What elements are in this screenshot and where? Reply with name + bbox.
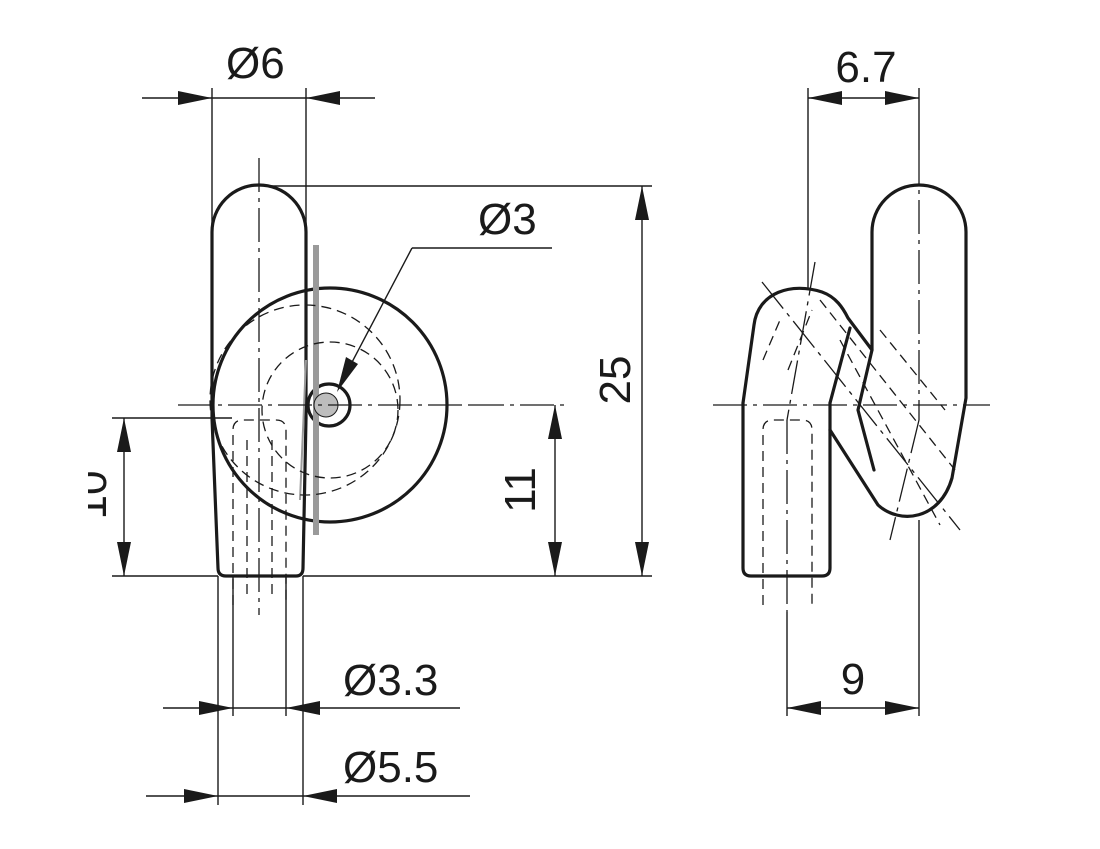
arrowhead bbox=[337, 357, 358, 392]
hidden-circle-small bbox=[261, 341, 399, 479]
side-dimensions: 6.7 9 bbox=[786, 43, 920, 716]
side-body-inner-edge bbox=[828, 326, 852, 405]
arrowhead bbox=[199, 701, 233, 715]
arrowhead bbox=[548, 405, 562, 439]
front-dimensions: Ø6 Ø3 25 11 10 Ø3.3 bbox=[67, 39, 652, 805]
arrowhead bbox=[808, 91, 842, 105]
side-hidden-line bbox=[879, 329, 946, 411]
side-hidden-line bbox=[819, 299, 956, 471]
side-hidden-bore bbox=[762, 419, 813, 605]
dim-25-label: 25 bbox=[591, 356, 640, 405]
arrowhead bbox=[885, 701, 919, 715]
arrowhead bbox=[184, 789, 218, 803]
hidden-bore bbox=[232, 419, 287, 605]
dim-11-label: 11 bbox=[496, 467, 545, 513]
side-centerline-diagonal bbox=[786, 261, 816, 421]
side-body-outline bbox=[741, 183, 968, 518]
side-centerline-diagonal-2 bbox=[761, 281, 961, 531]
side-view bbox=[713, 150, 990, 612]
arrowhead bbox=[548, 542, 562, 576]
arrowhead bbox=[178, 91, 212, 105]
side-hidden-line bbox=[787, 309, 813, 371]
side-centerline-lower bbox=[889, 419, 920, 541]
dim-d3-label: Ø3 bbox=[478, 195, 537, 244]
side-hidden-line bbox=[762, 319, 781, 361]
arrowhead bbox=[635, 186, 649, 220]
gray-mark bbox=[299, 359, 307, 501]
arrowhead bbox=[303, 789, 337, 803]
pin-lower-outline bbox=[210, 416, 308, 578]
dim-d5-5-label: Ø5.5 bbox=[343, 743, 438, 792]
arrowhead bbox=[117, 542, 131, 576]
side-body-inner-edge bbox=[856, 348, 876, 472]
dim-6-7-label: 6.7 bbox=[835, 43, 896, 92]
dim-d6-label: Ø6 bbox=[226, 39, 285, 88]
arrowhead bbox=[306, 91, 340, 105]
side-hidden-line bbox=[839, 339, 941, 526]
dim-d3-3-label: Ø3.3 bbox=[343, 656, 438, 705]
arrowhead bbox=[117, 418, 131, 452]
front-view bbox=[178, 158, 565, 615]
left-edge-mask bbox=[0, 420, 88, 570]
dim-9-label: 9 bbox=[841, 655, 865, 704]
arrowhead bbox=[885, 91, 919, 105]
arrowhead bbox=[635, 542, 649, 576]
hidden-circle-large bbox=[209, 304, 401, 496]
arrowhead bbox=[787, 701, 821, 715]
